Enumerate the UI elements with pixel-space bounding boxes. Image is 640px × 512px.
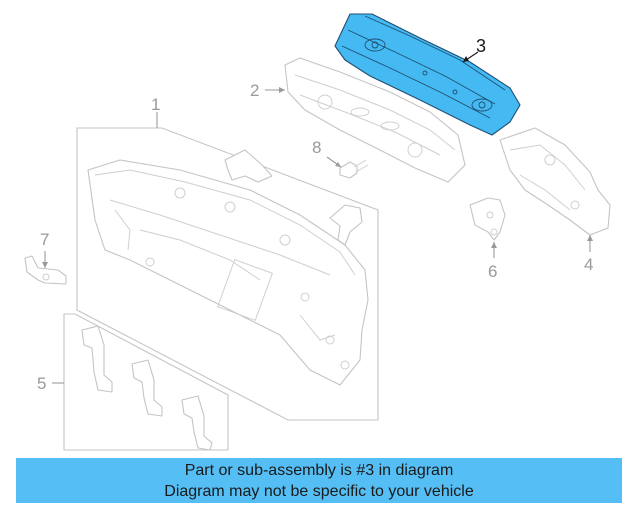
part-4-side-extension — [499, 127, 611, 236]
leader-4-arrow — [587, 235, 593, 241]
part-1-small-brackets — [224, 149, 363, 246]
part-2-reinforcement — [284, 57, 466, 183]
callout-5: 5 — [37, 374, 46, 393]
leader-3-arrow — [463, 56, 469, 62]
info-banner: Part or sub-assembly is #3 in diagram Di… — [16, 458, 622, 503]
callout-7: 7 — [40, 230, 49, 249]
callout-1: 1 — [151, 95, 160, 114]
callout-6: 6 — [488, 262, 497, 281]
part-6-bracket — [469, 197, 506, 241]
part-5-frame — [63, 313, 229, 451]
banner-line-1: Part or sub-assembly is #3 in diagram — [184, 462, 454, 479]
leader-2-arrow — [279, 87, 285, 93]
parts-diagram: 1 2 3 4 — [24, 13, 611, 451]
part-1-rear-panel — [76, 127, 379, 421]
callout-4: 4 — [584, 255, 593, 274]
callout-2: 2 — [250, 81, 259, 100]
callout-8: 8 — [312, 138, 321, 157]
leader-8-arrow — [335, 162, 341, 167]
part-5-brackets — [63, 313, 229, 451]
part-3-highlighted-crossmember — [334, 13, 521, 136]
banner-line-2: Diagram may not be specific to your vehi… — [164, 483, 474, 500]
leader-6-arrow — [491, 242, 497, 248]
leader-7-arrow — [42, 262, 48, 268]
part-8-bolt — [339, 159, 369, 179]
part-7-bracket — [24, 255, 67, 285]
part-1-frame — [76, 127, 379, 421]
callout-3: 3 — [476, 36, 486, 56]
